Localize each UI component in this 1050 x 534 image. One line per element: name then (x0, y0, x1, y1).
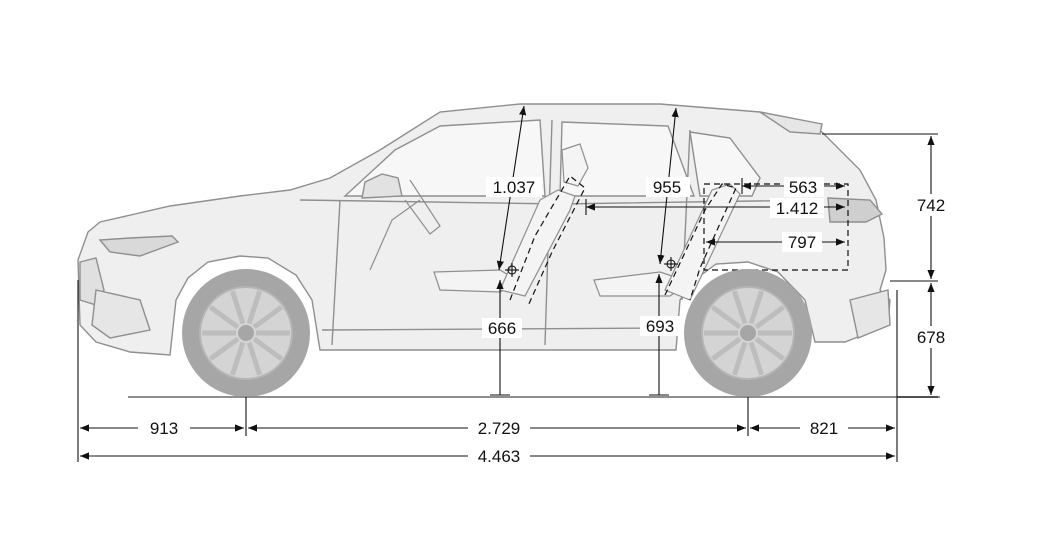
rear-bumper (849, 289, 891, 339)
rear-wheel-spoke (732, 290, 748, 325)
overall-length-label: 4.463 (478, 447, 521, 466)
rear-wheel-spoke (710, 305, 742, 330)
front-bumper-intake (91, 289, 151, 339)
rear-wheel-spoke (754, 305, 786, 330)
front-overhang-label: 913 (150, 419, 178, 438)
rear-wheel (684, 269, 812, 397)
front-wheel-spoke (230, 341, 246, 376)
front-wheel-spoke (252, 305, 284, 330)
front-wheel-spoke (208, 305, 240, 330)
upper-height-label: 742 (917, 196, 945, 215)
front-headroom-label: 1.037 (493, 178, 536, 197)
headlight (98, 235, 180, 257)
rear-wheel-spoke (748, 341, 764, 376)
rear-seat-height-label: 693 (646, 317, 674, 336)
rear-wheel-spoke (710, 336, 742, 361)
front-wheel (182, 269, 310, 397)
steering-wheel (404, 179, 441, 235)
wheelbase-label: 2.729 (478, 419, 521, 438)
front-headrest (561, 143, 589, 187)
front-seat-height-label: 666 (488, 319, 516, 338)
front-wheel-spoke (230, 290, 246, 325)
rear-seat-reference-dashed (664, 183, 737, 301)
rear-headroom-label: 955 (653, 178, 681, 197)
rear-wheel-spoke (732, 341, 748, 376)
front-wheel-spoke (252, 336, 284, 361)
front-hub (238, 325, 254, 341)
cargo-upper-label: 563 (789, 178, 817, 197)
dimension-labels: 913 2.729 821 4.463 742 678 1.037 955 66… (138, 177, 954, 466)
rear-wheel-spoke (754, 336, 786, 361)
cargo-max-label: 1.412 (776, 199, 819, 218)
door-line-front (331, 199, 341, 346)
rear-overhang-label: 821 (810, 419, 838, 438)
side-mirror (361, 173, 403, 199)
rear-wheel-spoke (748, 290, 764, 325)
front-wheel-spoke (246, 290, 262, 325)
front-wheel-spoke (208, 336, 240, 361)
cargo-floor-label: 797 (788, 233, 816, 252)
front-wheel-spoke (246, 341, 262, 376)
lower-height-label: 678 (917, 328, 945, 347)
rear-hub (740, 325, 756, 341)
dashboard (369, 199, 421, 271)
roof-spoiler (759, 111, 823, 135)
